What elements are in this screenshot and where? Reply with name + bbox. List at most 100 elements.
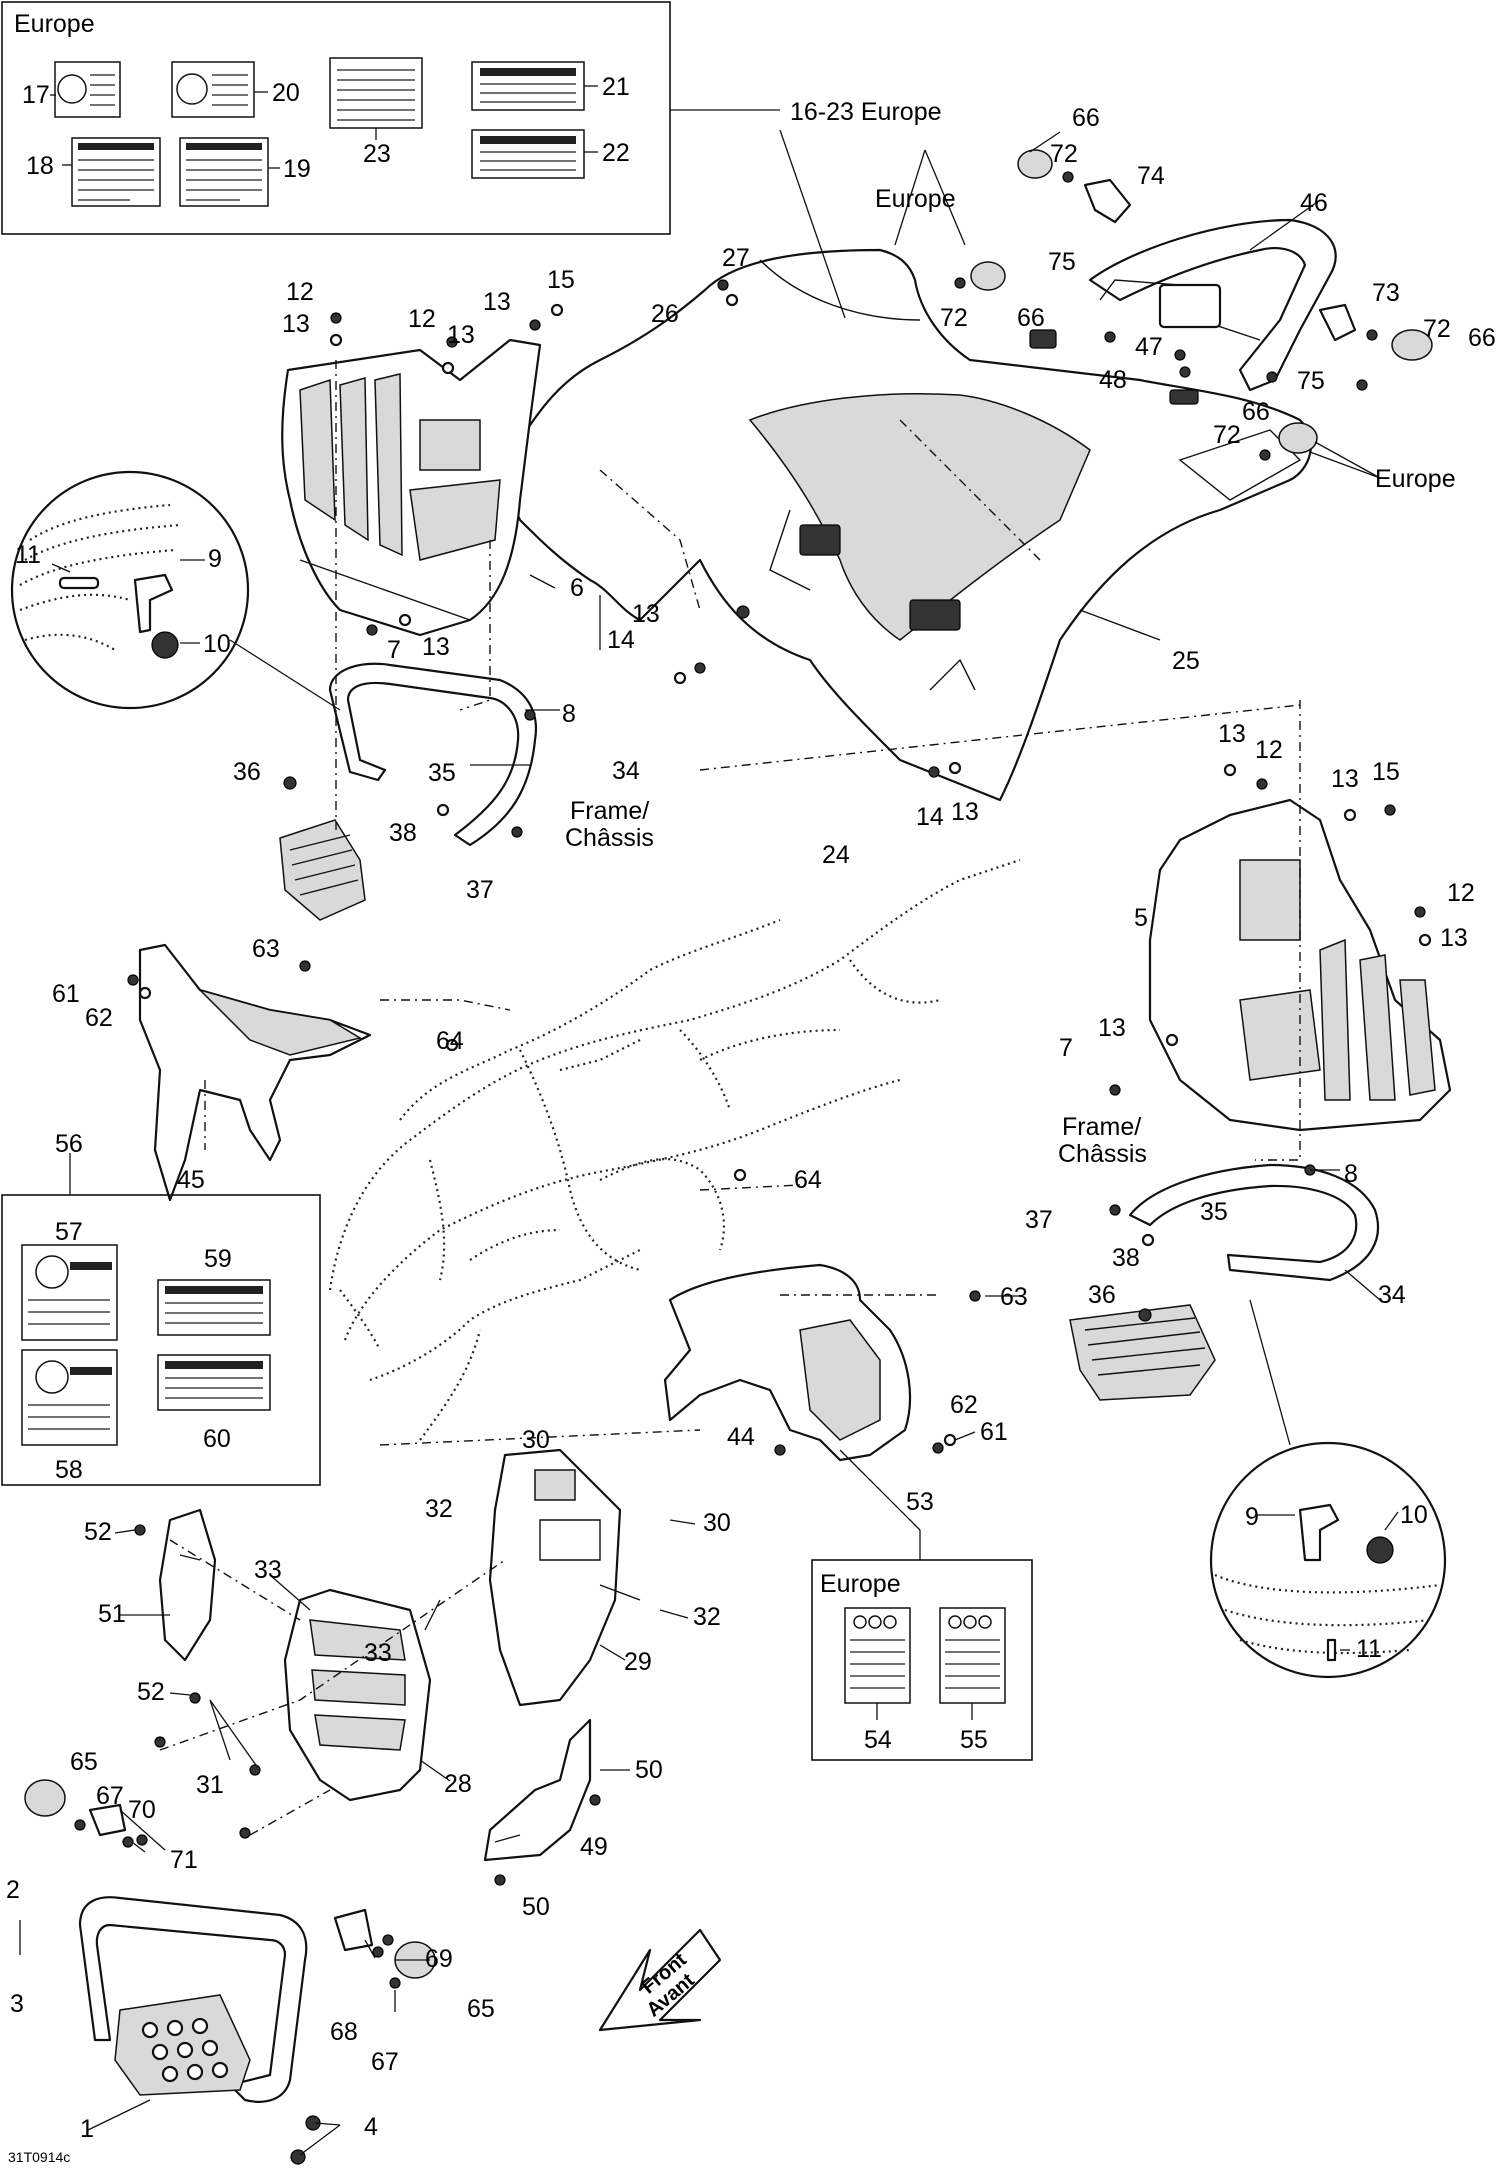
callout-36-a: 36 xyxy=(233,758,261,786)
callout-55: 55 xyxy=(960,1726,988,1754)
callout-66-b: 66 xyxy=(1017,304,1045,332)
callout-66-c: 66 xyxy=(1468,324,1496,352)
callout-11-b: 11 xyxy=(1356,1635,1382,1663)
front-bumper-1 xyxy=(78,1896,308,2103)
callout-33-a: 33 xyxy=(254,1556,282,1584)
callout-13-j: 13 xyxy=(1098,1014,1126,1042)
callout-58: 58 xyxy=(55,1456,83,1484)
decal-22 xyxy=(471,129,585,179)
decal-20 xyxy=(171,61,255,118)
footrest-right-34 xyxy=(1069,1163,1380,1401)
callout-71: 71 xyxy=(170,1846,198,1874)
callout-8-b: 8 xyxy=(1344,1160,1358,1188)
callout-35-b: 35 xyxy=(1200,1198,1228,1226)
callout-labels: 17 20 23 21 22 18 19 16-23 Europe Europe… xyxy=(6,73,1496,2165)
callout-63-b: 63 xyxy=(1000,1283,1028,1311)
front-fender-left-56 xyxy=(138,943,372,1202)
footrest-left-34 xyxy=(279,662,538,921)
decal-21 xyxy=(471,61,585,111)
callout-frame-top-2: Châssis xyxy=(565,824,654,852)
europe-decal-box-mid: Europe xyxy=(811,1559,1033,1761)
europe-box-mid-title: Europe xyxy=(820,1570,901,1598)
callout-21: 21 xyxy=(602,73,630,101)
callout-37-a: 37 xyxy=(466,876,494,904)
hardware-fasteners xyxy=(74,171,1432,2165)
decal-19 xyxy=(179,137,269,207)
callout-10-a: 10 xyxy=(203,630,231,658)
detail-circle-right xyxy=(1209,1299,1447,1679)
callout-11-a: 11 xyxy=(15,541,41,569)
callout-7-b: 7 xyxy=(1059,1034,1073,1062)
callout-6: 6 xyxy=(570,574,584,602)
callout-69: 69 xyxy=(425,1945,453,1973)
callout-35-a: 35 xyxy=(428,759,456,787)
side-panel-49 xyxy=(483,1718,592,1862)
callout-14-b: 14 xyxy=(916,803,944,831)
callout-1: 1 xyxy=(80,2115,94,2143)
europe-decal-box-top: Europe xyxy=(1,1,780,235)
callout-27: 27 xyxy=(722,244,750,272)
callout-30-b: 30 xyxy=(703,1509,731,1537)
callout-26: 26 xyxy=(651,300,679,328)
callout-66-d: 66 xyxy=(1242,398,1270,426)
callout-45: 45 xyxy=(177,1166,205,1194)
side-panel-51 xyxy=(158,1508,217,1662)
callout-17: 17 xyxy=(22,81,50,109)
reflectors-rear xyxy=(970,149,1433,454)
callout-13-g: 13 xyxy=(1218,720,1246,748)
callout-5: 5 xyxy=(1134,904,1148,932)
callout-16-23-europe: 16-23 Europe xyxy=(790,98,942,126)
callout-47: 47 xyxy=(1135,333,1163,361)
callout-52-a: 52 xyxy=(84,1518,112,1546)
callout-68: 68 xyxy=(330,2018,358,2046)
callout-3: 3 xyxy=(10,1990,24,2018)
decal-box-left xyxy=(1,1153,321,1486)
callout-19: 19 xyxy=(283,155,311,183)
callout-50-b: 50 xyxy=(522,1893,550,1921)
frame-chassis-outline xyxy=(328,858,1021,1441)
callout-37-b: 37 xyxy=(1025,1206,1053,1234)
callout-13-d: 13 xyxy=(422,633,450,661)
callout-64-b: 64 xyxy=(794,1166,822,1194)
callout-europe-b: Europe xyxy=(1375,465,1456,493)
bumper-reflectors xyxy=(24,1779,436,1979)
callout-14-a: 14 xyxy=(607,626,635,654)
callout-57: 57 xyxy=(55,1218,83,1246)
front-grille-28 xyxy=(283,1588,432,1802)
callout-32-b: 32 xyxy=(693,1603,721,1631)
callout-44: 44 xyxy=(727,1423,755,1451)
callout-67-a: 67 xyxy=(96,1782,124,1810)
callout-12-a: 12 xyxy=(286,278,314,306)
decal-18 xyxy=(71,137,161,207)
callout-13-c: 13 xyxy=(483,288,511,316)
callout-56: 56 xyxy=(55,1130,83,1158)
callout-50-a: 50 xyxy=(635,1756,663,1784)
callout-62-b: 62 xyxy=(950,1391,978,1419)
callout-46: 46 xyxy=(1300,189,1328,217)
callout-12-c: 12 xyxy=(1255,736,1283,764)
callout-30-a: 30 xyxy=(522,1426,550,1454)
callout-75-a: 75 xyxy=(1048,248,1076,276)
callout-74: 74 xyxy=(1137,162,1165,190)
europe-box-title: Europe xyxy=(14,10,95,38)
rear-rack-46 xyxy=(1029,218,1337,405)
callout-67-b: 67 xyxy=(371,2048,399,2076)
callout-4: 4 xyxy=(364,2113,378,2141)
callout-73: 73 xyxy=(1372,279,1400,307)
callout-13-h: 13 xyxy=(1331,765,1359,793)
callout-23: 23 xyxy=(363,140,391,168)
rear-body-panel-25 xyxy=(511,248,1312,802)
callout-38-a: 38 xyxy=(389,819,417,847)
callout-75-b: 75 xyxy=(1297,367,1325,395)
front-fender-right-53 xyxy=(663,1263,912,1462)
callout-13-f: 13 xyxy=(951,798,979,826)
callout-60: 60 xyxy=(203,1425,231,1453)
callout-28: 28 xyxy=(444,1770,472,1798)
front-panel-29 xyxy=(488,1448,622,1707)
callout-13-e: 13 xyxy=(632,600,660,628)
left-footwell-6 xyxy=(281,338,542,637)
front-direction-arrow: Front Avant xyxy=(598,1928,722,2032)
callout-66-a: 66 xyxy=(1072,104,1100,132)
callout-12-d: 12 xyxy=(1447,879,1475,907)
